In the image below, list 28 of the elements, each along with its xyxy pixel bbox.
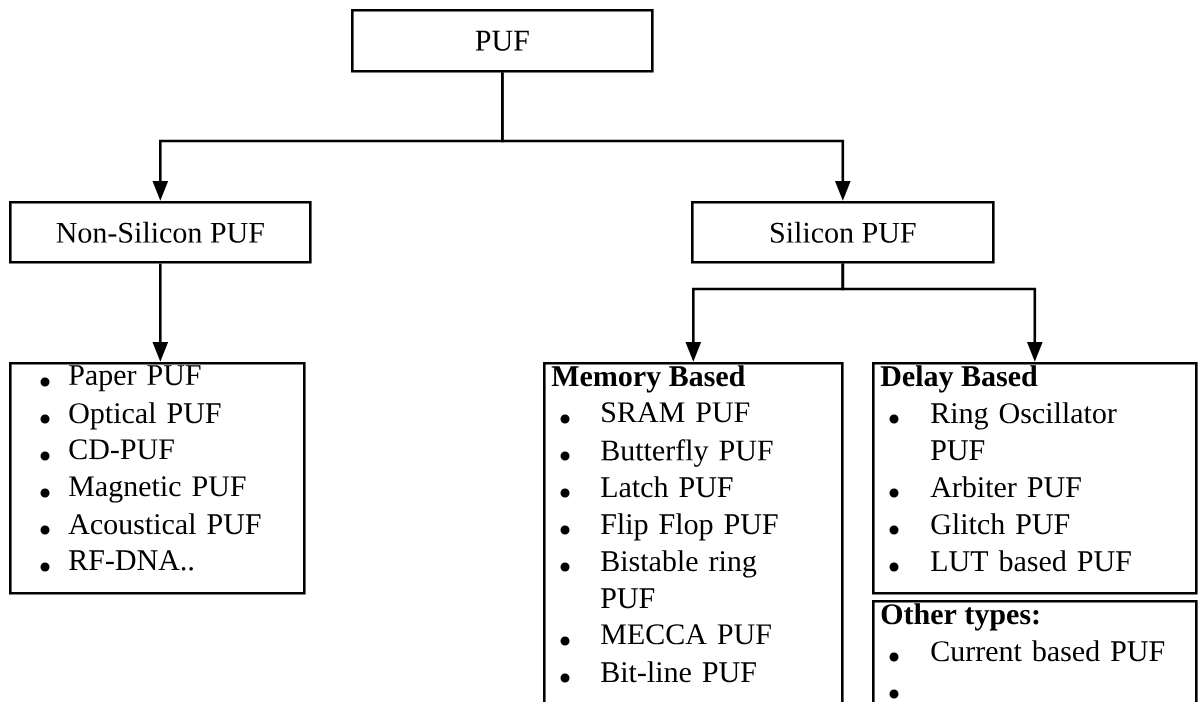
list-item: Acoustical PUF xyxy=(68,513,261,535)
list-heading: Other types: xyxy=(881,603,1039,631)
category-box: Silicon PUF xyxy=(691,201,995,264)
list-item: Optical PUF xyxy=(69,402,221,430)
list-box xyxy=(872,362,1198,595)
list-item: Butterfly PUF xyxy=(601,439,773,467)
list-heading: Delay Based xyxy=(880,365,1038,393)
list-item: Magnetic PUF xyxy=(69,476,246,503)
list-box xyxy=(543,362,844,702)
list-item: Bistable ring PUF xyxy=(601,550,757,609)
list-item: Glitch PUF xyxy=(931,513,1070,535)
list-box xyxy=(872,600,1198,702)
list-item: Flip Flop PUF xyxy=(601,513,778,541)
list-item: CD-PUF xyxy=(69,439,174,460)
list-item: Current based PUF xyxy=(931,640,1165,662)
list-item: Arbiter PUF xyxy=(930,476,1081,498)
list-item: MECCA PUF xyxy=(601,624,771,645)
category-box: PUF xyxy=(351,9,654,73)
list-heading: Memory Based xyxy=(551,365,745,393)
list-item: Paper PUF xyxy=(69,365,201,392)
list-item: LUT based PUF xyxy=(931,550,1131,572)
category-box: Non-Silicon PUF xyxy=(9,201,312,264)
list-box xyxy=(9,362,306,595)
list-item: Latch PUF xyxy=(601,476,733,498)
list-item: Ring Oscillator PUF xyxy=(931,402,1117,461)
list-item: SRAM PUF xyxy=(602,402,750,423)
list-item: Bit-line PUF xyxy=(601,661,756,683)
list-item: RF-DNA.. xyxy=(69,550,193,571)
